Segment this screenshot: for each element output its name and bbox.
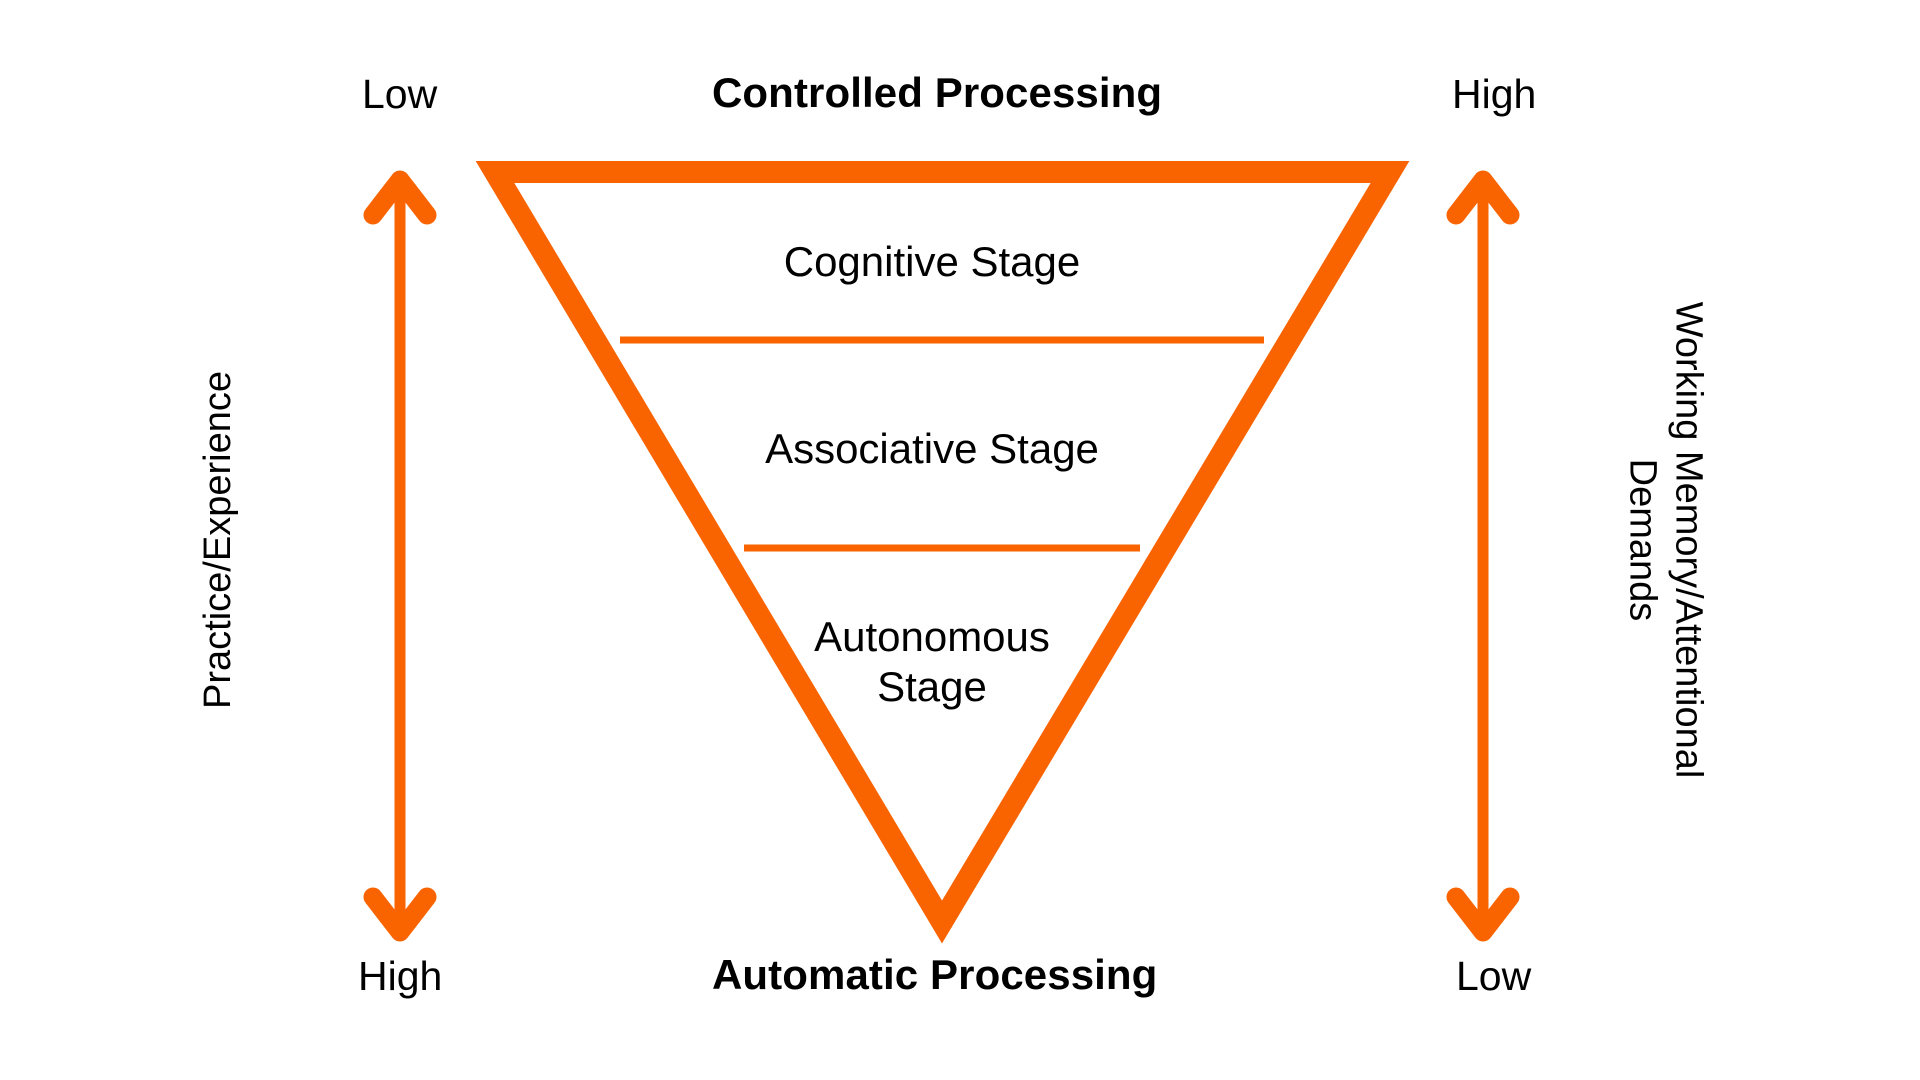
automatic-processing-title: Automatic Processing: [712, 951, 1158, 998]
right-axis-top-value: High: [1452, 71, 1537, 117]
right-axis-caption-line2: Demands: [1621, 458, 1663, 622]
right-axis-caption-line1: Working Memory/Attentional: [1667, 301, 1710, 779]
right-axis-bottom-value: Low: [1456, 953, 1532, 999]
stage-label-associative: Associative Stage: [765, 425, 1099, 472]
left-axis-top-value: Low: [362, 71, 438, 117]
left-axis-caption: Practice/Experience: [196, 371, 239, 709]
left-axis-bottom-value: High: [358, 953, 443, 999]
right-axis-arrow: [1446, 170, 1520, 942]
inverted-triangle-outline: [475, 161, 1410, 944]
right-axis-caption: Working Memory/Attentional Demands: [1619, 230, 1712, 850]
stage-label-autonomous-line2: Stage: [877, 662, 987, 710]
stage-label-autonomous-line1: Autonomous: [814, 613, 1050, 660]
stage-label-cognitive: Cognitive Stage: [783, 238, 1081, 285]
controlled-processing-title: Controlled Processing: [712, 69, 1163, 116]
stage-label-autonomous: Autonomous Stage: [702, 612, 1162, 711]
left-axis-arrow: [363, 170, 437, 942]
